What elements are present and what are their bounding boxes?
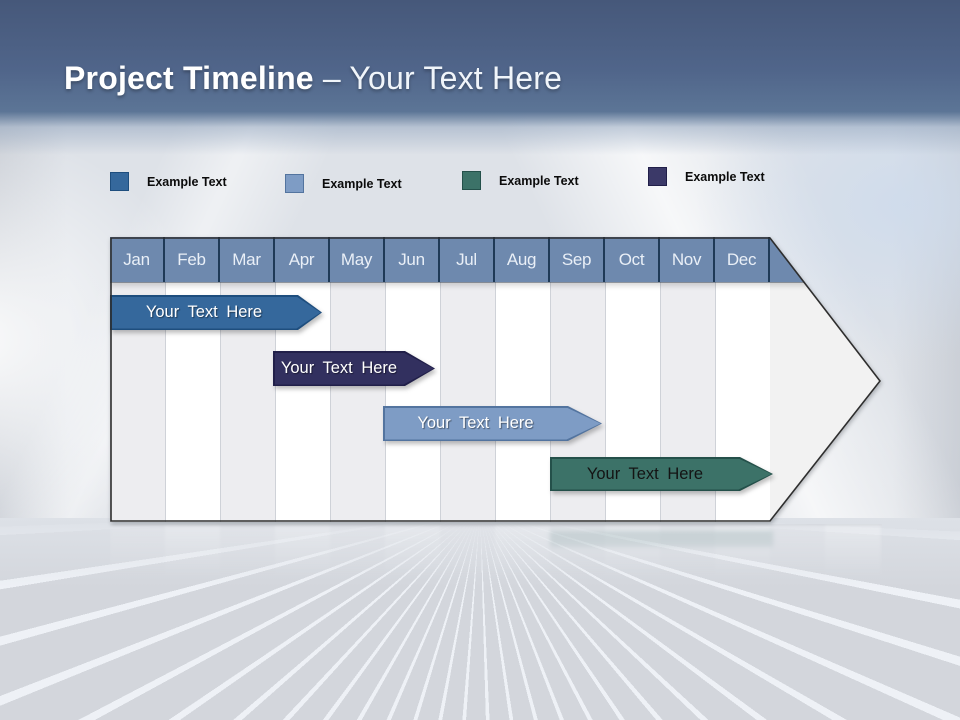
background-floor-fade <box>0 518 960 588</box>
title-secondary: – Your Text Here <box>322 60 563 96</box>
timeline-reflection <box>110 524 882 582</box>
legend-swatch <box>285 174 304 193</box>
legend-swatch <box>462 171 481 190</box>
timeline-bar-4: Your Text Here <box>550 457 773 491</box>
legend-label: Example Text <box>147 174 227 189</box>
month-header-row: Jan Feb Mar Apr May Jun Jul Aug Sep Oct … <box>110 237 881 282</box>
legend-swatch <box>648 167 667 186</box>
month-cell: Mar <box>220 237 275 282</box>
timeline-bar-1: Your Text Here <box>110 295 322 330</box>
arrowhead-fill <box>770 282 881 522</box>
legend-item: Example Text <box>110 172 227 191</box>
month-cell: Feb <box>165 237 220 282</box>
timeline-bar-3: Your Text Here <box>383 406 602 441</box>
legend-label: Example Text <box>499 173 579 188</box>
legend-swatch <box>110 172 129 191</box>
month-cell: May <box>330 237 385 282</box>
title-main: Project Timeline <box>64 60 323 96</box>
bar-label: Your Text Here <box>145 303 263 321</box>
bar-label: Your Text Here <box>586 464 704 483</box>
month-cell: Dec <box>715 237 770 282</box>
month-cell: Oct <box>605 237 660 282</box>
legend-item: Example Text <box>285 174 402 193</box>
bar-label: Your Text Here <box>280 359 398 377</box>
legend-label: Example Text <box>685 169 765 184</box>
month-cell: Aug <box>495 237 550 282</box>
legend-item: Example Text <box>648 167 765 186</box>
month-cell: Nov <box>660 237 715 282</box>
background-top-gradient <box>0 0 960 155</box>
month-cell: Jun <box>385 237 440 282</box>
timeline-bar-2: Your Text Here <box>273 351 435 386</box>
month-cell: Jan <box>110 237 165 282</box>
month-cell: Sep <box>550 237 605 282</box>
bar-label: Your Text Here <box>417 414 534 432</box>
reflection-teal-bar <box>550 531 773 547</box>
month-cell: Jul <box>440 237 495 282</box>
timeline-arrow: Jan Feb Mar Apr May Jun Jul Aug Sep Oct … <box>110 237 882 522</box>
legend-label: Example Text <box>322 176 402 191</box>
month-cell: Apr <box>275 237 330 282</box>
page-title: Project Timeline – Your Text Here <box>64 60 562 97</box>
legend-item: Example Text <box>462 171 579 190</box>
